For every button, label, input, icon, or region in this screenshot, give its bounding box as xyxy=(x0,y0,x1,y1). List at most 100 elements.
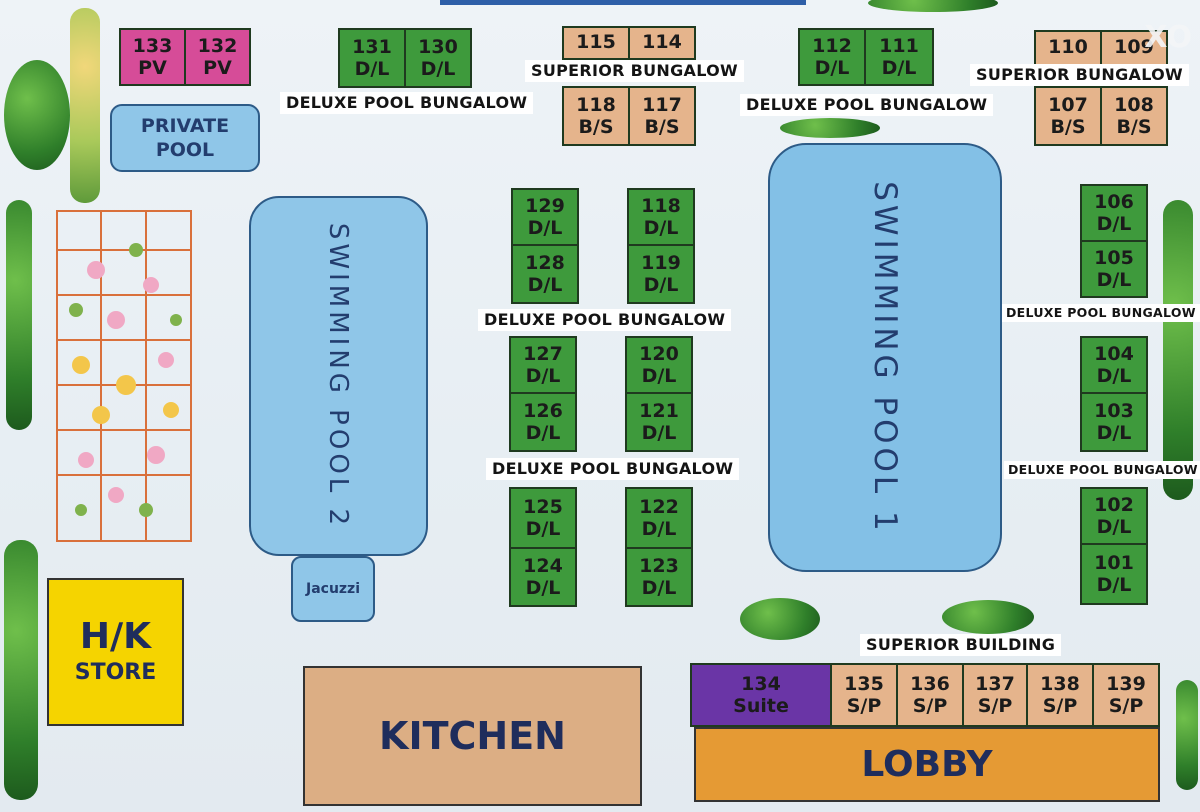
label-deluxe-pool-bungalow: DELUXE POOL BUNGALOW xyxy=(478,309,732,331)
label-deluxe-pool-bungalow: DELUXE POOL BUNGALOW xyxy=(280,92,534,114)
hk-store-sub: STORE xyxy=(74,660,157,685)
hedge-icon xyxy=(1176,680,1198,790)
room-115[interactable]: 115 xyxy=(562,26,630,60)
room-type: D/L xyxy=(527,217,563,239)
hedge-icon xyxy=(1163,200,1193,500)
room-number: 126 xyxy=(523,400,563,422)
room-number: 128 xyxy=(525,252,565,274)
label-superior-bungalow: SUPERIOR BUNGALOW xyxy=(970,64,1190,86)
room-type: D/L xyxy=(525,422,561,444)
room-number: 137 xyxy=(975,673,1015,695)
room-number: 111 xyxy=(879,35,919,57)
room-type: D/L xyxy=(641,577,677,599)
room-type: D/L xyxy=(643,217,679,239)
shrub-icon xyxy=(868,0,998,12)
room-number: 139 xyxy=(1106,673,1146,695)
room-number: 121 xyxy=(639,400,679,422)
room-type: D/L xyxy=(641,365,677,387)
room-number: 122 xyxy=(639,496,679,518)
tree-icon xyxy=(4,60,70,170)
room-109[interactable]: 109 xyxy=(1100,30,1168,66)
room-number: 132 xyxy=(197,35,238,57)
lobby: LOBBY xyxy=(694,727,1160,802)
private-pool: PRIVATE POOL xyxy=(110,104,260,172)
room-number: 127 xyxy=(523,343,563,365)
room-type: B/S xyxy=(1050,116,1086,138)
room-number: 124 xyxy=(523,555,563,577)
room-number: 106 xyxy=(1094,191,1134,213)
room-number: 101 xyxy=(1094,552,1134,574)
room-type: D/L xyxy=(1096,422,1132,444)
room-type: S/P xyxy=(1042,695,1078,717)
room-type: S/P xyxy=(977,695,1013,717)
room-number: 109 xyxy=(1114,36,1154,58)
room-number: 105 xyxy=(1094,247,1134,269)
room-type: D/L xyxy=(643,274,679,296)
room-type: B/S xyxy=(578,116,614,138)
room-type: D/L xyxy=(641,422,677,444)
room-number: 119 xyxy=(641,252,681,274)
shrub-icon xyxy=(780,118,880,138)
room-type: D/L xyxy=(1096,574,1132,596)
label-superior-bungalow: SUPERIOR BUNGALOW xyxy=(525,60,745,82)
shrub-icon xyxy=(942,600,1034,634)
room-number: 136 xyxy=(910,673,950,695)
hk-store: H/K STORE xyxy=(47,578,184,726)
room-type: S/P xyxy=(1108,695,1144,717)
room-110[interactable]: 110 xyxy=(1034,30,1102,66)
room-type: S/P xyxy=(912,695,948,717)
lobby-label: LOBBY xyxy=(861,744,993,785)
room-number: 120 xyxy=(639,343,679,365)
room-number: 133 xyxy=(132,35,173,57)
room-number: 118 xyxy=(641,195,681,217)
room-number: 102 xyxy=(1094,494,1134,516)
room-number: 130 xyxy=(418,36,458,58)
shrub-icon xyxy=(740,598,820,640)
room-number: 112 xyxy=(812,35,852,57)
room-number: 123 xyxy=(639,555,679,577)
room-number: 108 xyxy=(1114,94,1154,116)
room-type: D/L xyxy=(354,58,390,80)
swimming-pool-2: SWIMMING POOL 2 xyxy=(249,196,428,556)
hedge-icon xyxy=(6,200,32,430)
room-114[interactable]: 114 xyxy=(628,26,696,60)
room-type: D/L xyxy=(1096,516,1132,538)
room-type: D/L xyxy=(641,518,677,540)
jacuzzi: Jacuzzi xyxy=(291,556,375,622)
room-type: D/L xyxy=(814,57,850,79)
